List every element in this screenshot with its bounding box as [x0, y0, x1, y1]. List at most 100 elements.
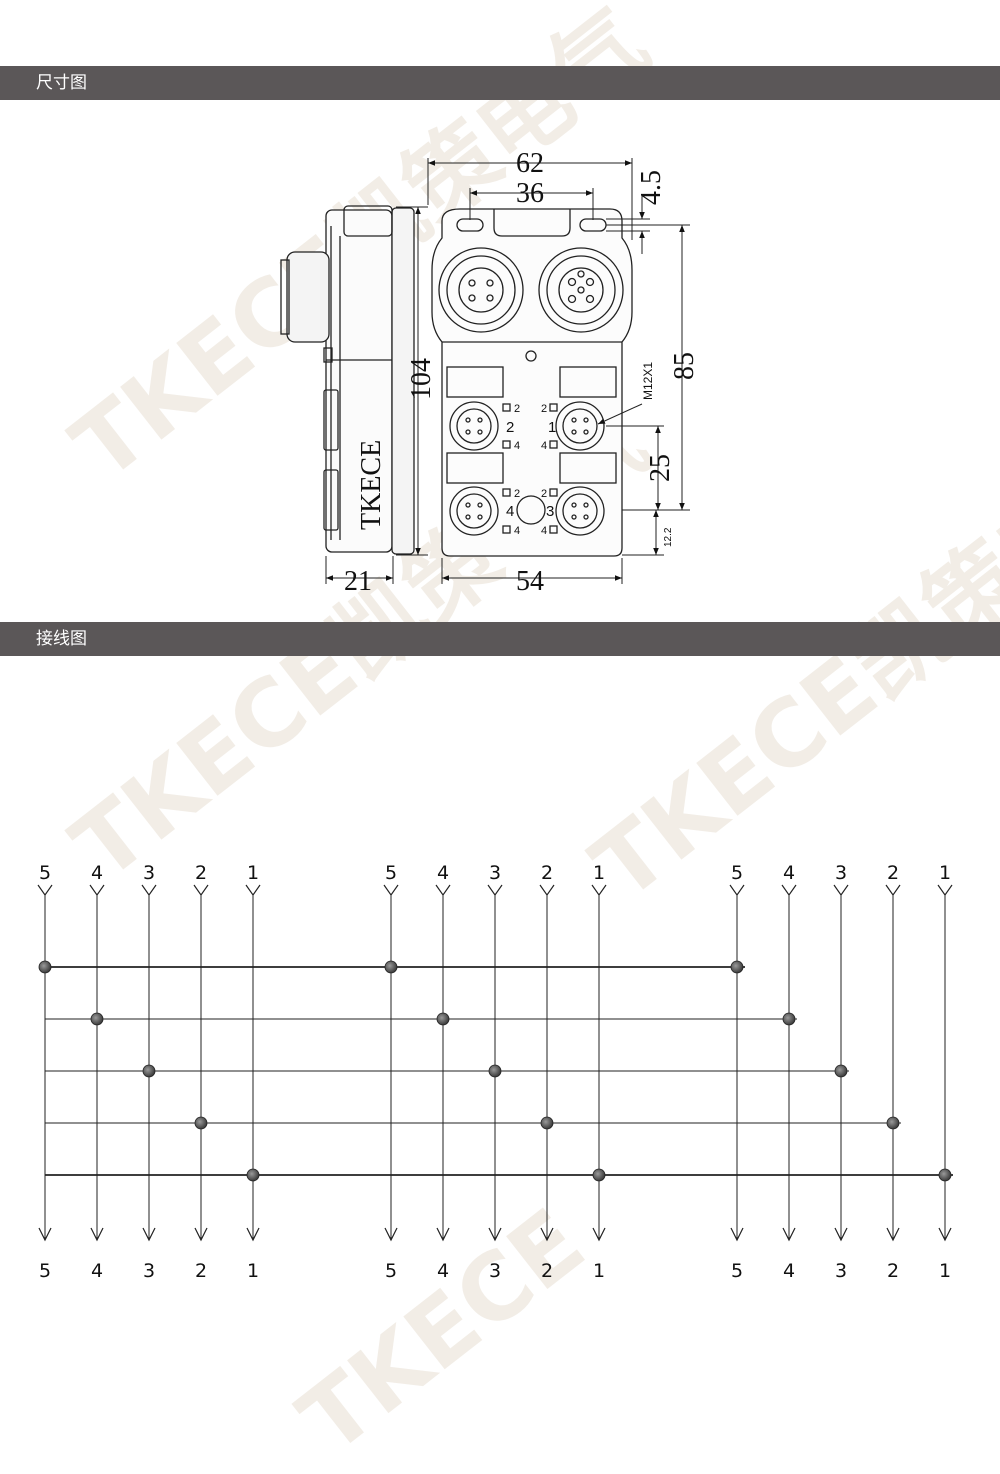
wire-top-arrow — [539, 884, 555, 897]
wire-top-label: 4 — [783, 862, 795, 884]
width-total-value: 62 — [516, 148, 544, 179]
wire-junction-node — [834, 1064, 848, 1078]
wire-top-label: 4 — [91, 862, 103, 884]
wire-bottom-label: 4 — [783, 1260, 795, 1282]
side-view — [280, 205, 415, 555]
wire-bottom-label: 4 — [91, 1260, 103, 1282]
wire-bottom-arrow — [488, 1227, 502, 1242]
dimension-drawing: TKECE 21 104 — [280, 148, 700, 597]
wire-top-label: 1 — [593, 862, 605, 884]
wiring-section-header: 接线图 — [0, 622, 1000, 656]
wire-top-arrow — [781, 884, 797, 897]
wire-junction-node — [592, 1168, 606, 1182]
pin-label: 4 — [514, 440, 520, 452]
wire-junction-node — [142, 1064, 156, 1078]
thread-label: M12X1 — [641, 362, 655, 400]
width-bottom-value: 54 — [516, 566, 544, 597]
wire-top-arrow — [89, 884, 105, 897]
port-numbers: 2 1 4 3 — [506, 419, 556, 520]
port-labels: 2 4 2 4 2 4 2 4 — [514, 403, 547, 537]
port-number-3: 3 — [546, 503, 554, 520]
wire-junction-node — [782, 1012, 796, 1026]
wire-bottom-label: 4 — [437, 1260, 449, 1282]
wire-bottom-label: 2 — [887, 1260, 899, 1282]
wire-top-arrow — [937, 884, 953, 897]
hole-spacing-dimension — [469, 188, 594, 220]
wire-junction-node — [38, 960, 52, 974]
wire-bottom-label: 5 — [385, 1260, 397, 1282]
wire-bottom-arrow — [834, 1227, 848, 1242]
hole-offset-value: 4.5 — [636, 170, 667, 205]
port-number-4: 4 — [506, 503, 514, 520]
wire-bottom-label: 3 — [489, 1260, 501, 1282]
wire-junction-node — [730, 960, 744, 974]
wire-junction-node — [90, 1012, 104, 1026]
wire-top-label: 4 — [437, 862, 449, 884]
wire-bottom-arrow — [246, 1227, 260, 1242]
height-inner-value: 85 — [669, 352, 700, 380]
wire-bottom-label: 2 — [195, 1260, 207, 1282]
wire-top-arrow — [383, 884, 399, 897]
wire-top-label: 1 — [939, 862, 951, 884]
wire-top-label: 5 — [385, 862, 397, 884]
port-number-1: 1 — [548, 419, 556, 436]
wire-bottom-arrow — [592, 1227, 606, 1242]
wire-top-arrow — [245, 884, 261, 897]
pin-label: 2 — [514, 403, 520, 415]
wire-top-label: 1 — [247, 862, 259, 884]
wire-junction-node — [246, 1168, 260, 1182]
depth-dimension — [325, 556, 394, 584]
wire-top-arrow — [591, 884, 607, 897]
wire-junction-node — [540, 1116, 554, 1130]
wire-top-label: 3 — [835, 862, 847, 884]
wire-top-arrow — [141, 884, 157, 897]
wire-junction-node — [194, 1116, 208, 1130]
height-total-value: 104 — [406, 358, 437, 400]
front-view — [431, 208, 633, 557]
wire-bottom-label: 5 — [731, 1260, 743, 1282]
wire-junction-node — [488, 1064, 502, 1078]
wire-bottom-arrow — [730, 1227, 744, 1242]
wire-bottom-arrow — [436, 1227, 450, 1242]
wire-bottom-label: 1 — [247, 1260, 259, 1282]
wire-bottom-arrow — [384, 1227, 398, 1242]
wire-bottom-label: 1 — [593, 1260, 605, 1282]
width-total-dimension — [427, 158, 633, 240]
wire-junction-node — [938, 1168, 952, 1182]
bottom-offset-dimension — [622, 510, 664, 556]
wire-bottom-label: 1 — [939, 1260, 951, 1282]
width-bottom-dimension — [441, 558, 623, 584]
wire-top-arrow — [435, 884, 451, 897]
wire-bottom-arrow — [938, 1227, 952, 1242]
wire-top-arrow — [37, 884, 53, 897]
wire-bottom-arrow — [38, 1227, 52, 1242]
wire-top-label: 2 — [195, 862, 207, 884]
hole-spacing-value: 36 — [516, 178, 544, 209]
wire-bottom-arrow — [540, 1227, 554, 1242]
pin-label: 2 — [541, 488, 547, 500]
depth-value: 21 — [344, 566, 372, 597]
wire-bottom-arrow — [90, 1227, 104, 1242]
wiring-section-title: 接线图 — [36, 629, 87, 649]
wire-top-label: 3 — [489, 862, 501, 884]
wire-junction-node — [436, 1012, 450, 1026]
bottom-offset-value: 12.2 — [663, 527, 674, 547]
wire-bottom-label: 3 — [143, 1260, 155, 1282]
pin-label: 4 — [541, 440, 547, 452]
pin-label: 4 — [541, 525, 547, 537]
pin-label: 4 — [514, 525, 520, 537]
wire-top-label: 5 — [731, 862, 743, 884]
wire-top-label: 2 — [541, 862, 553, 884]
hole-offset-dimension — [606, 196, 650, 254]
wire-top-arrow — [833, 884, 849, 897]
dimension-section-title: 尺寸图 — [36, 73, 87, 93]
port-pitch-value: 25 — [645, 454, 676, 482]
wire-top-arrow — [193, 884, 209, 897]
wire-bottom-arrow — [194, 1227, 208, 1242]
wire-bottom-arrow — [782, 1227, 796, 1242]
wire-top-arrow — [487, 884, 503, 897]
wire-junction-node — [886, 1116, 900, 1130]
pin-label: 2 — [514, 488, 520, 500]
